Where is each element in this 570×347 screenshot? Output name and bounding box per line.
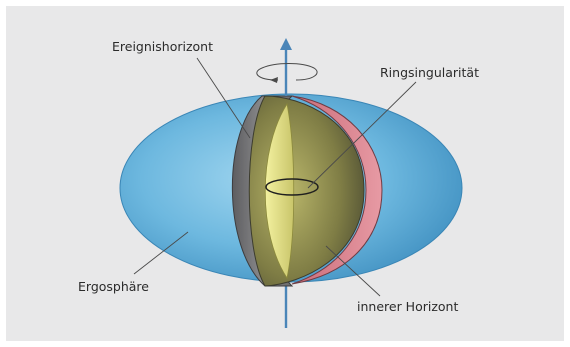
axis-arrowhead	[280, 38, 292, 50]
rotation-arrowhead	[270, 77, 278, 83]
label-ergosphere: Ergosphäre	[78, 280, 149, 294]
label-ring-singularity: Ringsingularität	[380, 66, 479, 80]
label-inner-horizon: innerer Horizont	[357, 300, 458, 314]
label-event-horizon: Ereignishorizont	[112, 40, 213, 54]
